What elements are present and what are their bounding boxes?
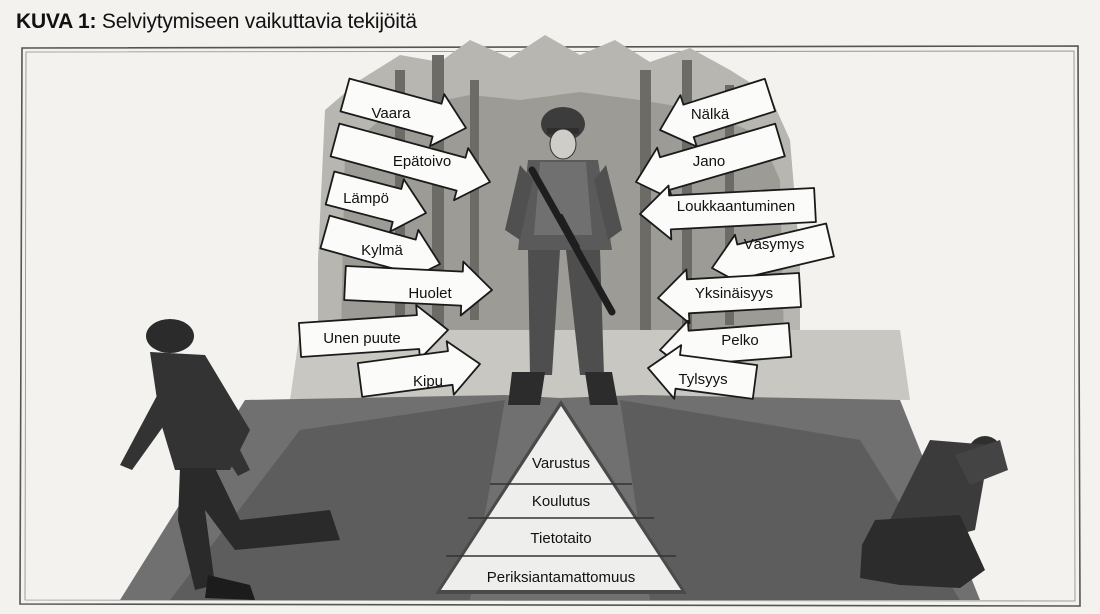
right-factor-labels: Nälkä Jano Loukkaantuminen Väsymys Yksin… — [677, 106, 805, 388]
kneeling-person-figure — [860, 436, 1008, 588]
arrow-yksinaisyys — [657, 268, 802, 325]
figure-title-prefix: KUVA 1: — [16, 10, 97, 33]
factor-label-vaara: Vaara — [372, 105, 412, 122]
factor-label-jano: Jano — [693, 153, 726, 170]
arrow-vaara — [339, 77, 467, 148]
arrow-unen-puute — [297, 304, 449, 360]
sketch-frame — [19, 45, 1081, 607]
arrow-nalka — [659, 77, 777, 148]
factor-label-tylsyys: Tylsyys — [678, 371, 727, 388]
factor-arrows — [297, 77, 835, 400]
pyramid-level-2: Koulutus — [532, 493, 590, 510]
factor-label-epatoivo: Epätoivo — [393, 153, 451, 170]
factor-label-unen-puute: Unen puute — [323, 330, 401, 347]
factor-label-loukkaantuminen: Loukkaantuminen — [677, 198, 795, 215]
arrow-epatoivo — [329, 122, 491, 202]
pyramid-level-3: Tietotaito — [530, 530, 591, 547]
arrow-kipu — [356, 340, 481, 398]
factor-label-huolet: Huolet — [408, 285, 452, 302]
arrow-huolet — [343, 260, 493, 317]
arrow-tylsyys — [647, 344, 759, 400]
running-soldier-figure — [120, 319, 340, 600]
standing-soldier-figure — [505, 107, 622, 405]
factor-label-kylma: Kylmä — [361, 242, 403, 259]
pyramid-level-4: Periksiantamattomuus — [487, 569, 635, 586]
figure-title: KUVA 1: Selviytymiseen vaikuttavia tekij… — [16, 10, 417, 34]
factor-label-vasymys: Väsymys — [744, 236, 805, 253]
factor-label-lampo: Lämpö — [343, 190, 389, 207]
factor-label-yksinaisyys: Yksinäisyys — [695, 285, 773, 302]
factor-label-kipu: Kipu — [413, 373, 443, 390]
factor-label-nalka: Nälkä — [691, 106, 730, 123]
arrow-loukkaantuminen — [639, 184, 817, 241]
figure-title-text: Selviytymiseen vaikuttavia tekijöitä — [101, 10, 417, 33]
arrow-lampo — [324, 170, 427, 233]
pyramid: Varustus Koulutus Tietotaito Periksianta… — [435, 400, 687, 594]
left-factor-labels: Vaara Epätoivo Lämpö Kylmä Huolet Unen p… — [323, 105, 452, 390]
pyramid-level-1: Varustus — [532, 455, 590, 472]
factor-label-pelko: Pelko — [721, 332, 759, 349]
arrow-jano — [635, 122, 786, 201]
